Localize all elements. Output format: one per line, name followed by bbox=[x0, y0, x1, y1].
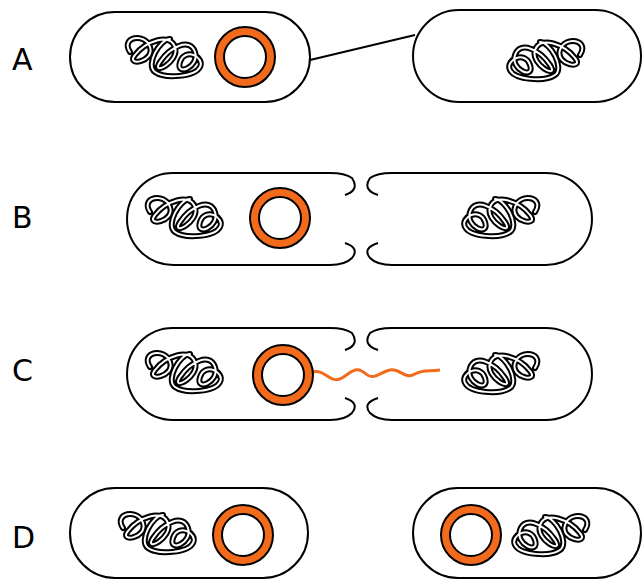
row-b bbox=[127, 173, 592, 265]
step-label: D bbox=[12, 521, 35, 555]
step-label: C bbox=[12, 354, 33, 388]
step-label: B bbox=[12, 201, 33, 235]
step-label: A bbox=[12, 43, 33, 77]
row-d bbox=[70, 488, 641, 578]
row-a bbox=[70, 10, 641, 102]
row-c bbox=[127, 328, 592, 420]
